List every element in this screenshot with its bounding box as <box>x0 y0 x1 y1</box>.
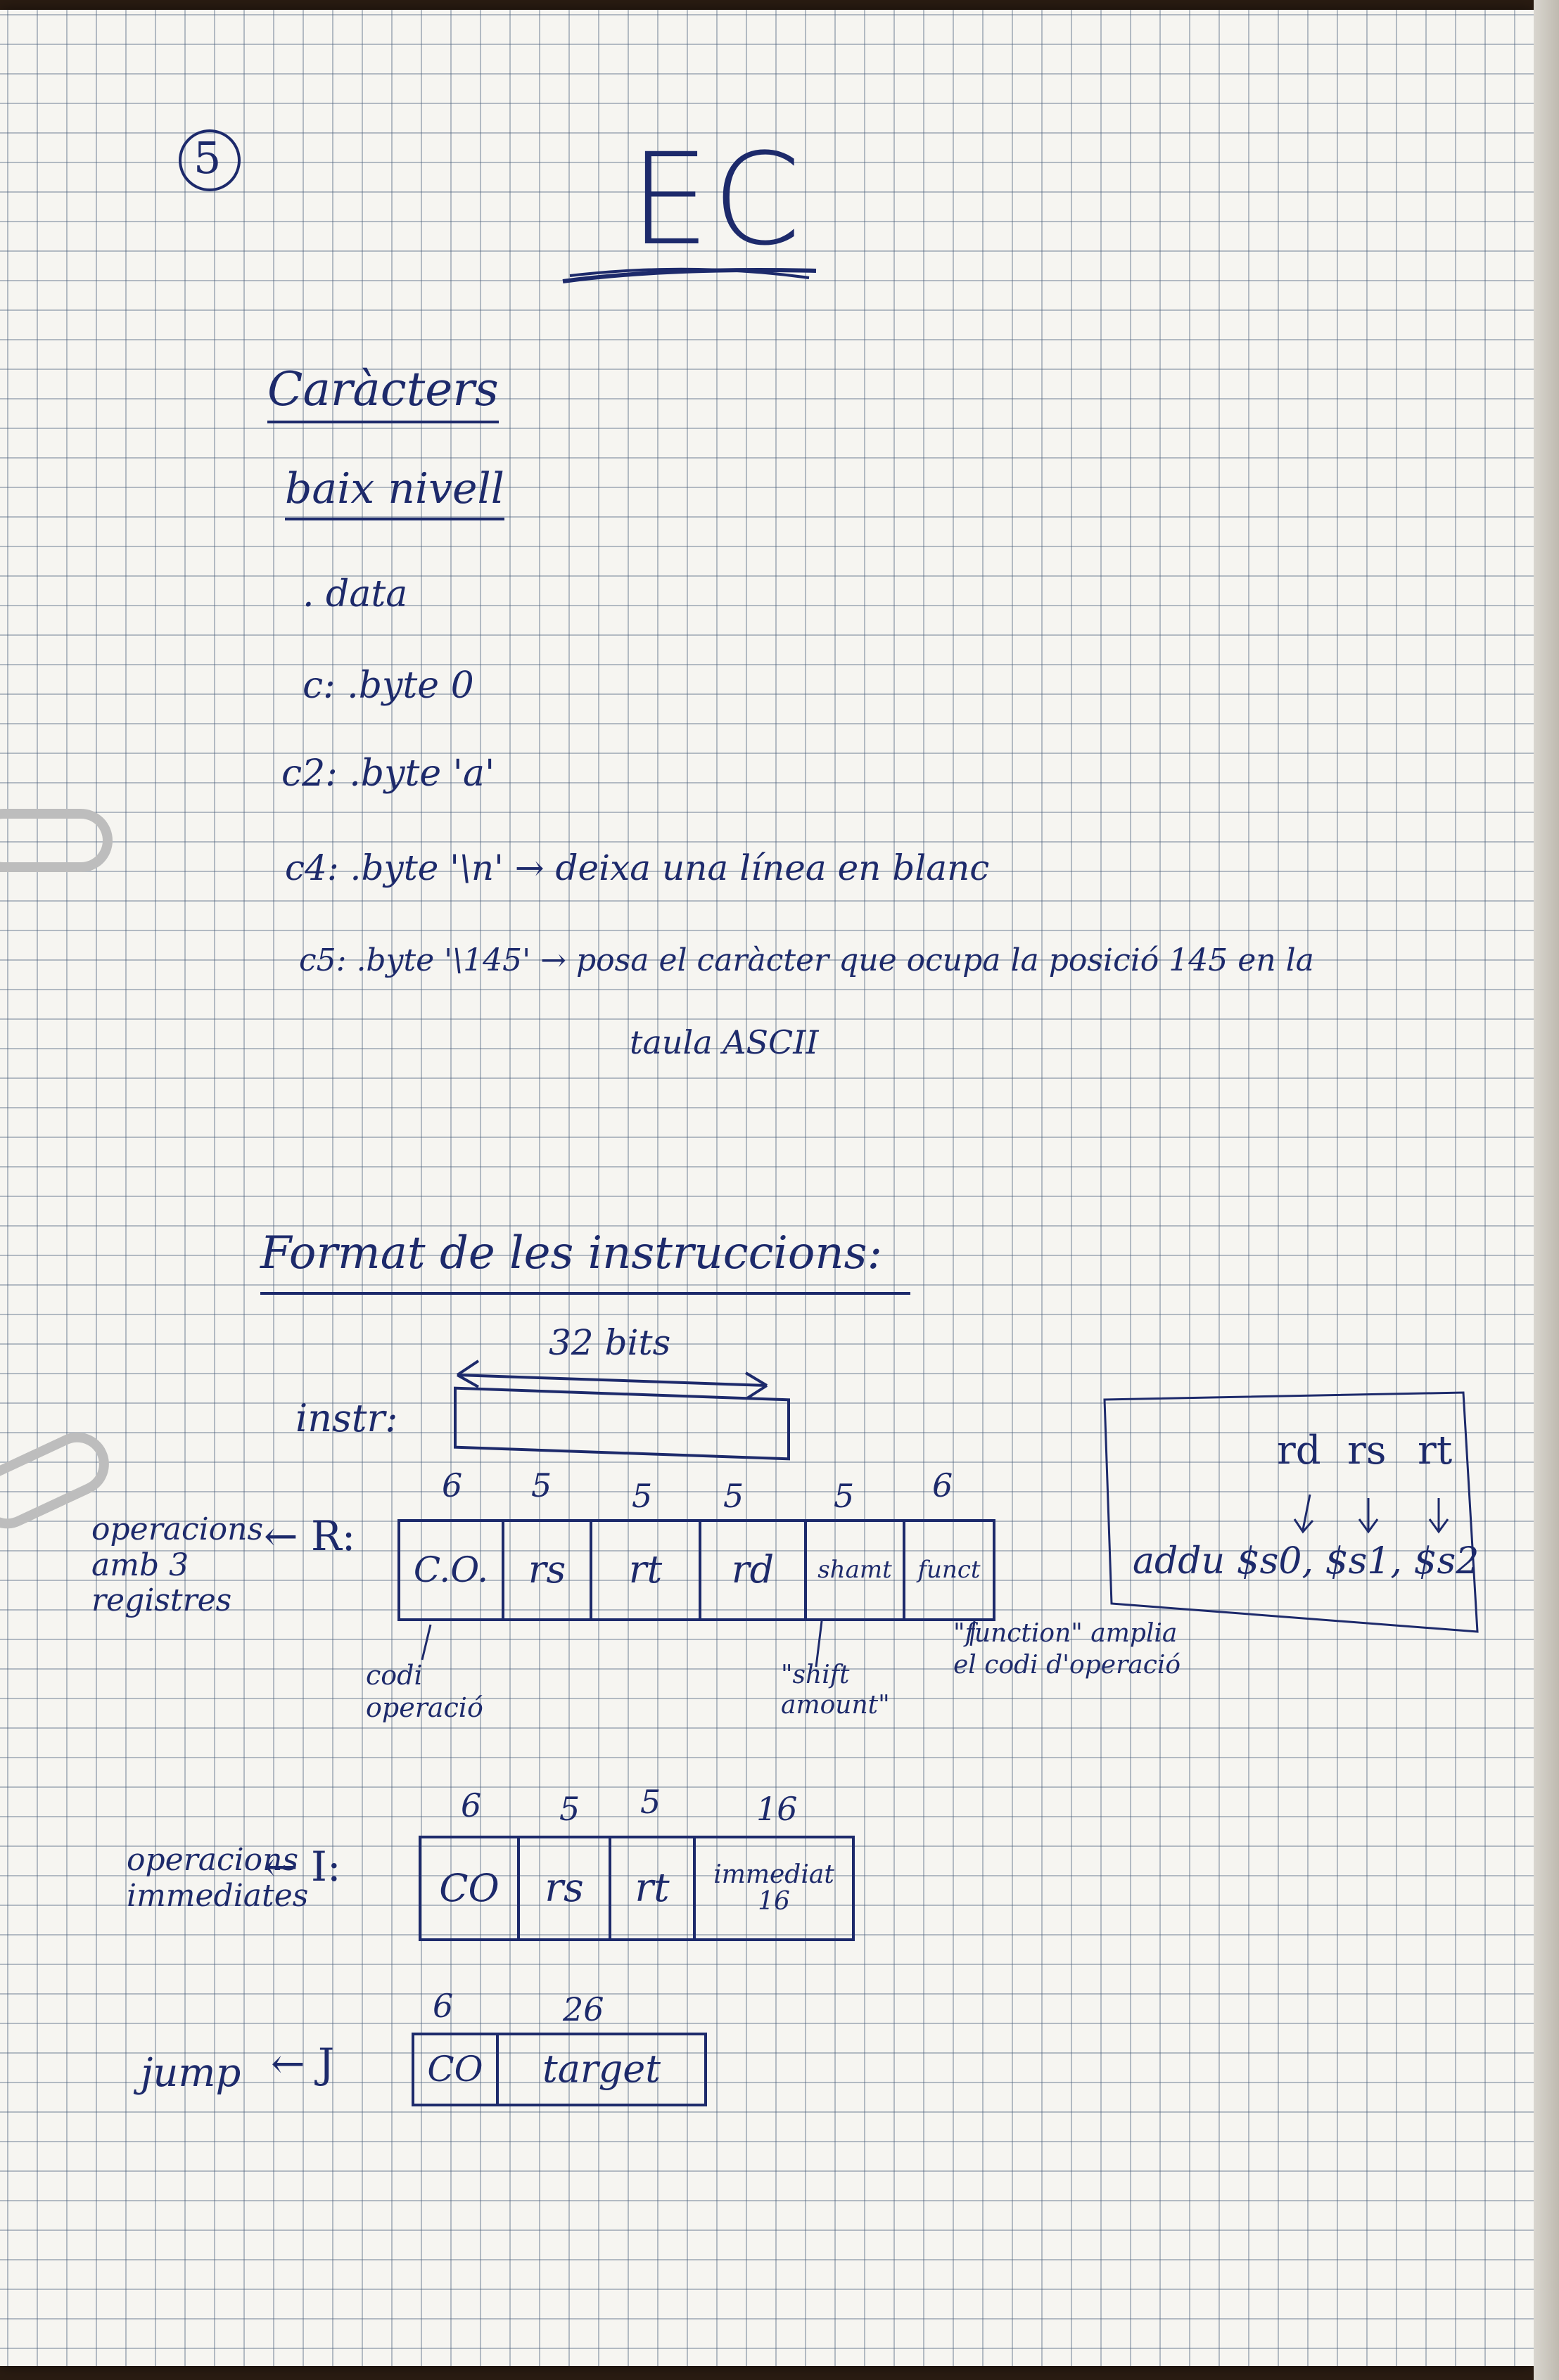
code-line: c4: .byte '\n' → deixa una línea en blan… <box>285 847 990 888</box>
code-line: c2: .byte 'a' <box>281 753 495 795</box>
code-line: . data <box>303 573 408 615</box>
i-format-type: ← I: <box>264 1843 341 1890</box>
r-field: shamt <box>807 1522 905 1618</box>
j-format-box: CO target <box>412 2033 707 2106</box>
code-line: c: .byte 0 <box>303 665 474 707</box>
page-title: EC <box>630 127 804 274</box>
j-bits: 6 <box>433 1987 454 2025</box>
example-label: rt <box>1418 1428 1453 1473</box>
page-edge <box>1534 0 1559 2380</box>
r-bits: 5 <box>531 1466 552 1504</box>
code-line-continuation: taula ASCII <box>630 1023 819 1061</box>
i-field: immediat 16 <box>713 1860 834 1916</box>
binder-ring-top <box>0 809 113 872</box>
r-note-codi-operacio: codi operació <box>366 1660 483 1723</box>
r-format-box: C.O. rs rt rd shamt funct <box>397 1519 995 1621</box>
i-bits: 16 <box>756 1790 798 1828</box>
j-side-label: jump <box>141 2050 241 2096</box>
r-bits: 5 <box>632 1477 653 1515</box>
r-note-function: "function" amplia el codi d'operació <box>953 1619 1181 1680</box>
section-heading-format: Format de les instruccions: <box>260 1227 911 1295</box>
r-field: rt <box>592 1522 701 1618</box>
section-subheading: baix nivell <box>285 464 504 520</box>
r-format-type: ← R: <box>264 1512 356 1560</box>
r-field: funct <box>917 1555 981 1584</box>
i-bits: 6 <box>461 1786 482 1824</box>
j-format-type: ← J <box>271 2040 335 2087</box>
r-bits: 6 <box>442 1466 463 1504</box>
i-field: rs <box>520 1838 611 1938</box>
j-field: target <box>542 2047 661 2092</box>
r-field: rd <box>701 1522 807 1618</box>
example-instruction: addu $s0, $s1, $s2 <box>1133 1540 1480 1582</box>
r-side-label: operacions amb 3 registres <box>91 1511 264 1619</box>
r-bits: 6 <box>932 1466 953 1504</box>
i-bits: 5 <box>559 1790 580 1828</box>
i-field: CO <box>421 1838 520 1938</box>
instr-label: instr: <box>295 1396 398 1440</box>
j-field: CO <box>414 2035 499 2104</box>
r-note-shift-amount: "shift amount" <box>781 1661 890 1720</box>
i-side-label: operacions immediates <box>127 1842 309 1914</box>
section-heading-caracters: Caràcters <box>267 362 499 423</box>
notebook-page <box>0 10 1534 2366</box>
j-bits: 26 <box>563 1990 604 2028</box>
page-number: 5 <box>193 132 222 184</box>
i-field: rt <box>611 1838 696 1938</box>
i-format-box: CO rs rt immediat 16 <box>419 1836 855 1941</box>
instr-width-label: 32 bits <box>549 1322 671 1363</box>
instr-box <box>454 1386 790 1461</box>
r-bits: 5 <box>723 1477 744 1515</box>
r-field: rs <box>504 1522 592 1618</box>
r-bits: 5 <box>834 1477 855 1515</box>
i-bits: 5 <box>640 1783 661 1821</box>
code-line: c5: .byte '\145' → posa el caràcter que … <box>299 942 1314 978</box>
example-label: rd <box>1277 1428 1321 1473</box>
example-label: rs <box>1347 1428 1387 1473</box>
r-field: C.O. <box>400 1522 504 1618</box>
